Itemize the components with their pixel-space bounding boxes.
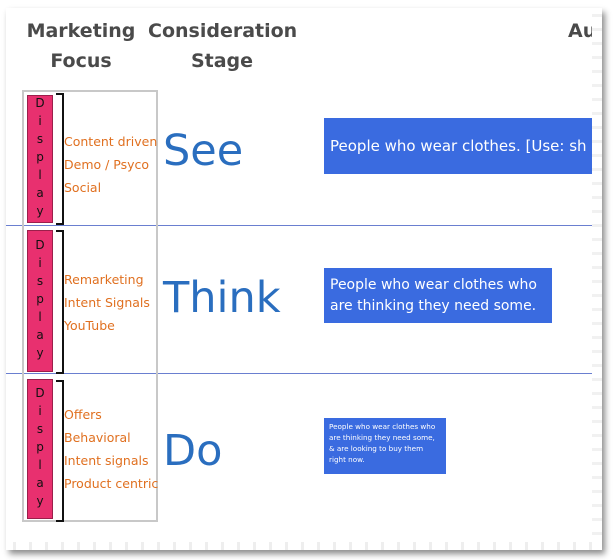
row-separator [6, 373, 602, 374]
header-focus-line2: Focus [50, 50, 112, 72]
stage-label-think: Think [163, 273, 281, 323]
bracket [56, 93, 64, 225]
focus-list: Offers Behavioral Intent signals Product… [64, 403, 158, 495]
focus-item: Behavioral [64, 430, 131, 445]
header-focus-line1: Marketing [26, 20, 136, 42]
stage-label-do: Do [163, 426, 223, 476]
focus-column-outline [22, 90, 158, 522]
channel-label: Display [33, 386, 47, 512]
focus-item: YouTube [64, 318, 115, 333]
channel-bar-display: Display [27, 379, 53, 519]
channel-bar-display: Display [27, 230, 53, 372]
row-separator [6, 225, 602, 226]
audience-box: People who wear clothes. [Use: sh [324, 118, 602, 174]
focus-item: Product centric [64, 476, 159, 491]
channel-label: Display [33, 238, 47, 364]
focus-item: Demo / Psyco [64, 157, 150, 172]
header-stage-line2: Stage [190, 50, 254, 72]
channel-label: Display [33, 96, 47, 222]
diagram-canvas: Marketing Focus Consideration Stage Au D… [6, 8, 602, 550]
focus-list: Remarketing Intent Signals YouTube [64, 268, 150, 337]
focus-item: Intent signals [64, 453, 149, 468]
focus-item: Intent Signals [64, 295, 150, 310]
header-audience-partial: Au [568, 20, 597, 42]
audience-box: People who wear clothes who are thinking… [324, 418, 446, 474]
focus-list: Content driven Demo / Psyco Social [64, 130, 157, 199]
header-marketing-focus: Marketing Focus [21, 16, 141, 76]
focus-item: Offers [64, 407, 102, 422]
channel-bar-display: Display [27, 95, 53, 223]
header-consideration-stage: Consideration Stage [148, 16, 298, 76]
focus-item: Remarketing [64, 272, 144, 287]
bracket [56, 380, 64, 522]
stage-label-see: See [163, 126, 244, 176]
focus-item: Content driven [64, 134, 158, 149]
torn-edge-right [592, 8, 602, 550]
torn-edge-bottom [6, 542, 602, 550]
bracket [56, 230, 64, 374]
audience-box: People who wear clothes who are thinking… [324, 268, 552, 323]
header-stage-line1: Consideration [148, 20, 298, 42]
focus-item: Social [64, 180, 102, 195]
